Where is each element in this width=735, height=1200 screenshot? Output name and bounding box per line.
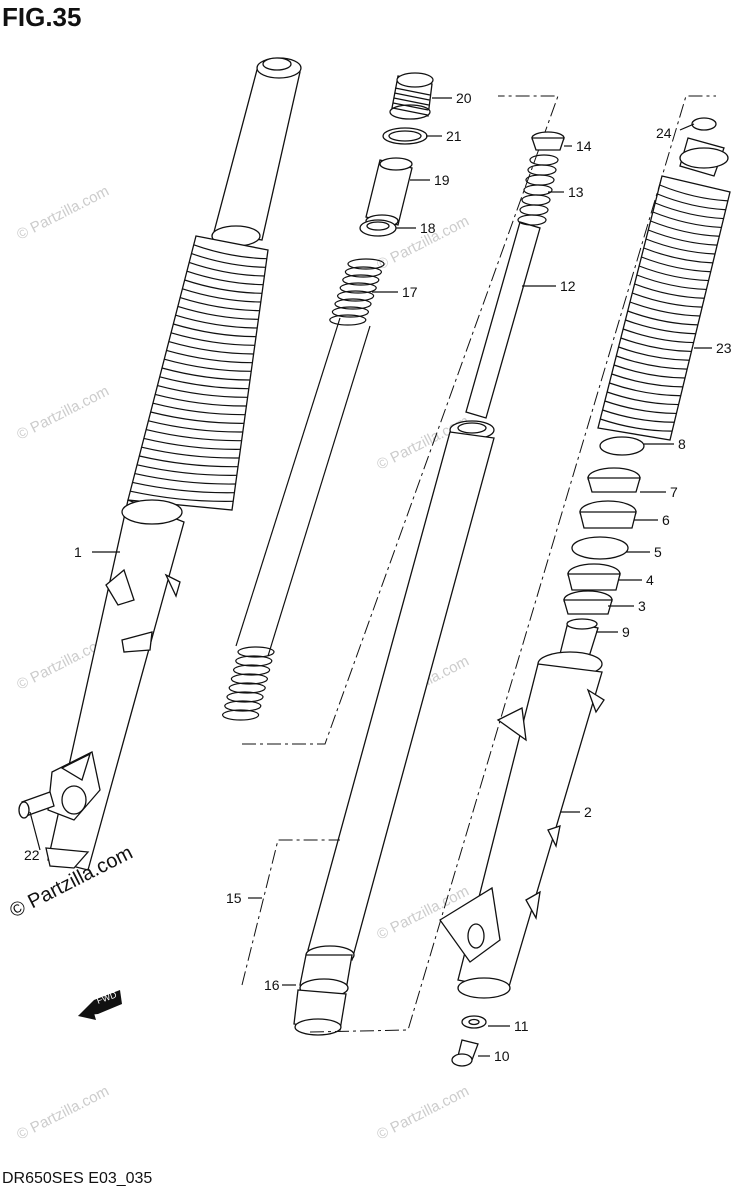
- left-fork-leg: [45, 57, 302, 871]
- callout-20: 20: [456, 90, 472, 106]
- callout-13: 13: [568, 184, 584, 200]
- washer-11: [461, 1015, 487, 1029]
- callout-layer: 1 2 3 4 5 6 7 8 9 10 11 12 13: [24, 90, 732, 1064]
- assembly-line-rod: [309, 95, 716, 1033]
- outer-tube-2: [439, 651, 605, 999]
- callout-15: 15: [226, 890, 242, 906]
- bolt-10: [451, 1039, 479, 1067]
- callout-3: 3: [638, 598, 646, 614]
- seal-kit-3-to-8: [563, 436, 645, 615]
- callout-17: 17: [402, 284, 418, 300]
- right-fork-boot-23: [597, 117, 731, 441]
- o-ring-21: [382, 127, 428, 145]
- callout-18: 18: [420, 220, 436, 236]
- callout-1: 1: [74, 544, 82, 560]
- callout-6: 6: [662, 512, 670, 528]
- forward-arrow-icon: FWD: [78, 989, 122, 1020]
- fork-spring-17: [222, 258, 385, 721]
- partzilla-watermark: © Partzilla.com: [14, 183, 112, 244]
- callout-5: 5: [654, 544, 662, 560]
- callout-4: 4: [646, 572, 654, 588]
- callout-24: 24: [656, 125, 672, 141]
- callout-21: 21: [446, 128, 462, 144]
- partzilla-watermark: © Partzilla.com: [14, 383, 112, 444]
- inner-tube-15: [293, 420, 495, 1036]
- callout-9: 9: [622, 624, 630, 640]
- callout-23: 23: [716, 340, 732, 356]
- model-code: DR650SES E03_035: [2, 1170, 153, 1187]
- callout-11: 11: [514, 1018, 529, 1034]
- spacer-19: [365, 157, 413, 228]
- callout-12: 12: [560, 278, 576, 294]
- callout-10: 10: [494, 1048, 510, 1064]
- part-22-bolt: [18, 791, 55, 851]
- partzilla-watermark: © Partzilla.com: [14, 1083, 112, 1144]
- callout-22: 22: [24, 847, 40, 863]
- callout-8: 8: [678, 436, 686, 452]
- callout-14: 14: [576, 138, 592, 154]
- callout-2: 2: [584, 804, 592, 820]
- callout-7: 7: [670, 484, 678, 500]
- callout-16: 16: [264, 977, 280, 993]
- figure-title: FIG.35: [2, 2, 82, 32]
- partzilla-watermark: © Partzilla.com: [374, 1083, 472, 1144]
- damper-rod-12: [465, 131, 565, 419]
- assembly-line-spring: [242, 95, 559, 745]
- fork-cap-bolt-20: [389, 72, 434, 120]
- callout-19: 19: [434, 172, 450, 188]
- washer-18: [359, 219, 397, 237]
